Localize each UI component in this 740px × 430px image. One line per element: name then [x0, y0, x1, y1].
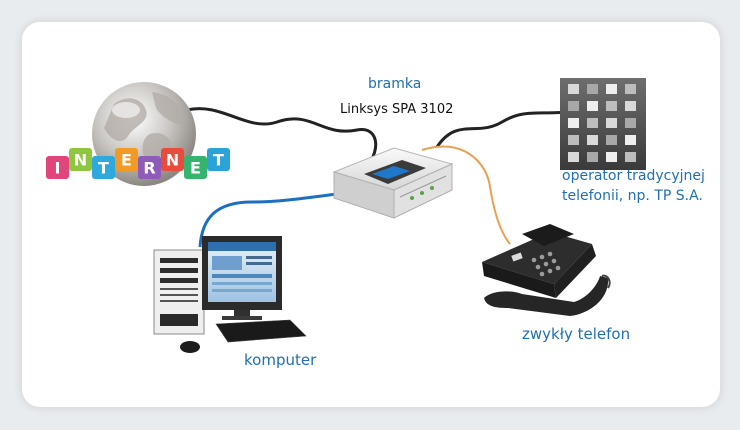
operator-panel-cell: [568, 118, 579, 128]
internet-letter-block: R: [138, 156, 161, 179]
internet-letter-block: E: [184, 156, 207, 179]
operator-panel-cell: [625, 152, 636, 162]
operator-panel-cell: [625, 84, 636, 94]
operator-panel-cell: [587, 84, 598, 94]
operator-panel-cell: [568, 84, 579, 94]
desk-phone-icon: [482, 224, 611, 316]
operator-panel-cell: [568, 135, 579, 145]
internet-letter-block: N: [69, 148, 92, 171]
operator-panel-cell: [606, 152, 617, 162]
cable-internet-to-gateway: [186, 107, 378, 168]
operator-panel-cell: [625, 118, 636, 128]
operator-panel-cell: [606, 101, 617, 111]
operator-panel-cell: [587, 135, 598, 145]
phone-exchange-icon: [560, 78, 646, 170]
operator-label-line1: operator tradycyjnej: [562, 168, 705, 184]
cable-gateway-to-computer: [198, 190, 353, 248]
computer-label: komputer: [244, 351, 317, 369]
phone-label: zwykły telefon: [522, 325, 631, 343]
internet-letter-block: I: [46, 156, 69, 179]
cable-gateway-to-phone: [421, 145, 511, 245]
svg-text:T: T: [213, 151, 224, 170]
operator-panel-cell: [625, 135, 636, 145]
internet-letter-block: E: [115, 148, 138, 171]
operator-panel-cell: [568, 101, 579, 111]
operator-panel-cell: [606, 135, 617, 145]
operator-panel-cell: [587, 152, 598, 162]
router-icon: [332, 147, 454, 219]
operator-panel-cell: [625, 101, 636, 111]
svg-text:E: E: [121, 151, 132, 170]
desktop-computer-icon: [153, 236, 307, 353]
svg-text:T: T: [98, 159, 109, 178]
svg-text:N: N: [74, 151, 87, 170]
gateway-title-label: bramka: [368, 76, 422, 92]
operator-panel-cell: [606, 118, 617, 128]
svg-text:R: R: [143, 159, 155, 178]
gateway-model-label: Linksys SPA 3102: [340, 102, 454, 117]
internet-letter-block: T: [92, 156, 115, 179]
cable-gateway-to-operator: [435, 108, 583, 148]
operator-panel-cell: [568, 152, 579, 162]
operator-panel-cell: [587, 101, 598, 111]
internet-letter-block: N: [161, 148, 184, 171]
operator-label-line2: telefonii, np. TP S.A.: [562, 188, 703, 204]
svg-text:E: E: [190, 159, 201, 178]
internet-letter-block: T: [207, 148, 230, 171]
operator-panel-cell: [606, 84, 617, 94]
svg-text:N: N: [166, 151, 179, 170]
svg-text:I: I: [55, 159, 61, 178]
operator-panel-cell: [587, 118, 598, 128]
